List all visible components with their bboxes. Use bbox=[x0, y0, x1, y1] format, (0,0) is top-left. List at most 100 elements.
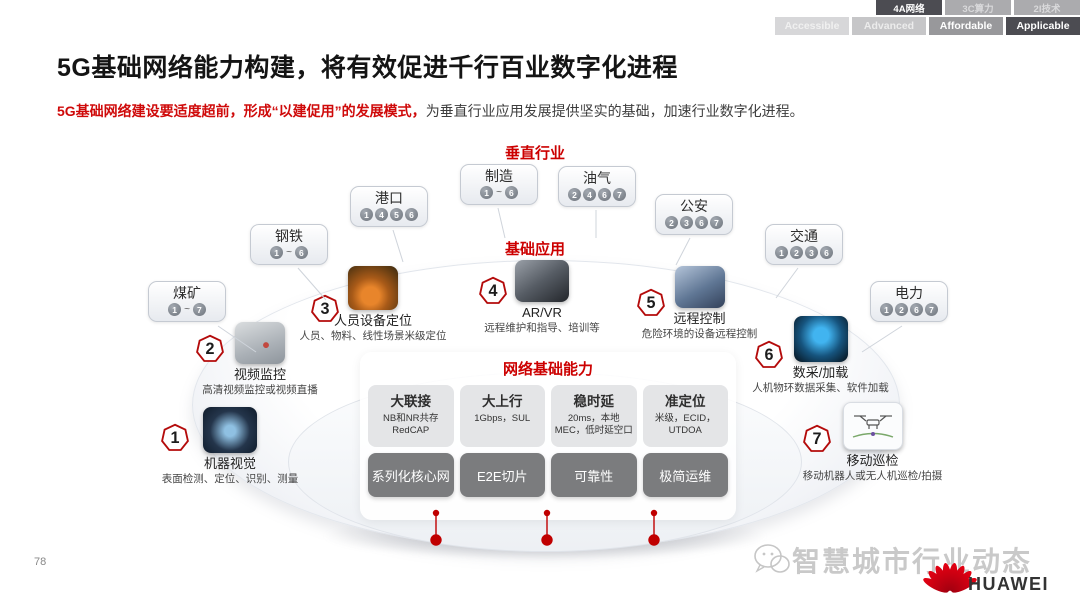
industry-numbers: 1 2 3 6 bbox=[772, 246, 836, 260]
tab-affordable[interactable]: Affordable bbox=[929, 17, 1003, 35]
industry-bubble-manufacturing: 制造 1 ~ 6 bbox=[460, 164, 538, 206]
foundation-row: 系列化核心网 E2E切片 可靠性 极简运维 bbox=[360, 453, 736, 497]
app-name: 移动巡检 bbox=[846, 453, 899, 468]
tab-2i-technology[interactable]: 2I技术 bbox=[1014, 0, 1080, 15]
app-desc: 危险环境的设备远程控制 bbox=[641, 327, 758, 340]
industry-name: 钢铁 bbox=[275, 228, 303, 244]
app-name: AR/VR bbox=[522, 305, 562, 320]
tab-advanced[interactable]: Advanced bbox=[852, 17, 926, 35]
number-chip: 5 bbox=[390, 208, 403, 222]
marker-6-icon: 6 bbox=[755, 340, 783, 368]
industry-name: 煤矿 bbox=[173, 285, 201, 301]
app-name: 视频监控 bbox=[233, 367, 286, 382]
industry-name: 交通 bbox=[790, 228, 818, 244]
svg-text:4: 4 bbox=[489, 282, 498, 300]
foundation-simplified-om: 极简运维 bbox=[642, 453, 728, 497]
huawei-flower-icon bbox=[923, 563, 977, 593]
number-chip: 7 bbox=[710, 216, 723, 230]
app-item-ar-vr: 4 AR/VR 远程维护和指导、培训等 bbox=[432, 260, 652, 335]
svg-text:5: 5 bbox=[647, 294, 656, 312]
app-name: 远程控制 bbox=[673, 311, 726, 326]
capability-row: 大联接 NB和NR共存 RedCAP 大上行 1Gbps，SUL 稳时延 20m… bbox=[360, 385, 736, 447]
industry-name: 制造 bbox=[485, 168, 513, 184]
industry-name: 电力 bbox=[895, 285, 923, 301]
number-chip: 4 bbox=[583, 188, 596, 202]
a4-tab-row: Accessible Advanced Affordable Applicabl… bbox=[775, 17, 1080, 35]
svg-text:1: 1 bbox=[171, 429, 180, 447]
number-chip: 6 bbox=[294, 246, 308, 260]
app-item-machine-vision: 1 机器视觉 表面检测、定位、识别、测量 bbox=[105, 407, 355, 486]
number-chip: 1 bbox=[880, 303, 893, 317]
subtitle-gray: 为垂直行业应用发展提供坚实的基础，加速行业数字化进程。 bbox=[425, 103, 804, 119]
industry-numbers: 2 3 6 7 bbox=[662, 216, 726, 230]
app-desc: 人员、物料、线性场景米级定位 bbox=[299, 329, 447, 342]
app-item-video-surveillance: 2 视频监控 高清视频监控或视频直播 bbox=[140, 322, 380, 397]
industry-name: 港口 bbox=[375, 190, 403, 206]
number-chip: 2 bbox=[790, 246, 803, 260]
industry-name: 公安 bbox=[680, 198, 708, 214]
number-chip: 6 bbox=[598, 188, 611, 202]
number-chip: 6 bbox=[910, 303, 923, 317]
number-chip: 1 bbox=[270, 246, 284, 260]
industry-numbers: 1 ~ 7 bbox=[155, 303, 219, 317]
tab-3c-computing[interactable]: 3C算力 bbox=[945, 0, 1011, 15]
tab-4a-network[interactable]: 4A网络 bbox=[876, 0, 942, 15]
number-chip: 6 bbox=[820, 246, 833, 260]
network-box-title: 网络基础能力 bbox=[502, 361, 593, 378]
capability-cell-connectivity: 大联接 NB和NR共存 RedCAP bbox=[368, 385, 454, 447]
foundation-core-network: 系列化核心网 bbox=[368, 453, 454, 497]
network-capability-box: 网络基础能力 大联接 NB和NR共存 RedCAP 大上行 1Gbps，SUL … bbox=[360, 352, 736, 520]
industry-numbers: 1 ~ 6 bbox=[467, 186, 531, 200]
industry-bubble-port: 港口 1 4 5 6 bbox=[350, 186, 428, 228]
app-item-remote-control: 5 远程控制 危险环境的设备远程控制 bbox=[592, 266, 807, 341]
foundation-reliability: 可靠性 bbox=[551, 453, 637, 497]
app-item-data-collection: 6 数采/加载 人机物环数据采集、软件加载 bbox=[748, 316, 893, 395]
app-desc: 远程维护和指导、培训等 bbox=[484, 321, 600, 334]
marker-4-icon: 4 bbox=[479, 276, 507, 304]
tab-accessible[interactable]: Accessible bbox=[775, 17, 849, 35]
svg-text:3: 3 bbox=[321, 300, 330, 318]
svg-text:7: 7 bbox=[813, 430, 822, 448]
capability-cell-latency: 稳时延 20ms，本地MEC，低时延空口 bbox=[551, 385, 637, 447]
marker-5-icon: 5 bbox=[637, 288, 665, 316]
app-desc: 移动机器人或无人机巡检/拍摄 bbox=[802, 469, 943, 482]
number-chip: 6 bbox=[504, 186, 518, 200]
number-chip: 7 bbox=[613, 188, 626, 202]
app-item-personnel-positioning: 3 人员设备定位 人员、物料、线性场景米级定位 bbox=[258, 266, 488, 343]
industry-bubble-transportation: 交通 1 2 3 6 bbox=[765, 224, 843, 266]
number-chip: 3 bbox=[805, 246, 818, 260]
number-chip: 4 bbox=[375, 208, 388, 222]
industry-bubble-power: 电力 1 2 6 7 bbox=[870, 281, 948, 323]
page-number: 78 bbox=[34, 556, 47, 568]
capability-cell-positioning: 准定位 米级，ECID，UTDOA bbox=[642, 385, 728, 447]
watermark-text: 智慧城市行业动态 bbox=[792, 546, 1033, 577]
range-separator: ~ bbox=[286, 247, 292, 259]
number-chip: 2 bbox=[568, 188, 581, 202]
capability-cell-uplink: 大上行 1Gbps，SUL bbox=[459, 385, 545, 447]
svg-text:6: 6 bbox=[765, 346, 774, 364]
number-chip: 2 bbox=[895, 303, 908, 317]
network-tab-row: 4A网络 3C算力 2I技术 bbox=[876, 0, 1080, 15]
subtitle-red: 5G基础网络建设要适度超前，形成“以建促用”的发展模式， bbox=[57, 103, 426, 119]
watermark: 智慧城市行业动态 bbox=[752, 540, 1032, 580]
app-desc: 高清视频监控或视频直播 bbox=[202, 383, 318, 396]
app-item-mobile-inspection: 7 移动巡检 移动机器人或无人机巡检/拍摄 bbox=[760, 402, 985, 483]
number-chip: 3 bbox=[680, 216, 693, 230]
top-right-tabs: 4A网络 3C算力 2I技术 Accessible Advanced Affor… bbox=[775, 0, 1080, 35]
industry-bubble-public-security: 公安 2 3 6 7 bbox=[655, 194, 733, 236]
mobile-inspection-photo bbox=[842, 402, 903, 450]
industry-bubble-coal: 煤矿 1 ~ 7 bbox=[148, 281, 226, 323]
number-chip: 1 bbox=[480, 186, 494, 200]
tab-applicable[interactable]: Applicable bbox=[1006, 17, 1080, 35]
marker-3-icon: 3 bbox=[311, 294, 339, 322]
industry-numbers: 1 2 6 7 bbox=[877, 303, 941, 317]
number-chip: 1 bbox=[168, 303, 182, 317]
marker-2-icon: 2 bbox=[196, 334, 224, 362]
number-chip: 7 bbox=[192, 303, 206, 317]
industry-bubble-oil-gas: 油气 2 4 6 7 bbox=[558, 166, 636, 208]
data-collection-photo bbox=[793, 316, 848, 362]
number-chip: 7 bbox=[925, 303, 938, 317]
industry-numbers: 1 4 5 6 bbox=[357, 208, 421, 222]
huawei-logo: HUAWEI bbox=[922, 548, 1072, 602]
drone-icon bbox=[852, 415, 893, 438]
